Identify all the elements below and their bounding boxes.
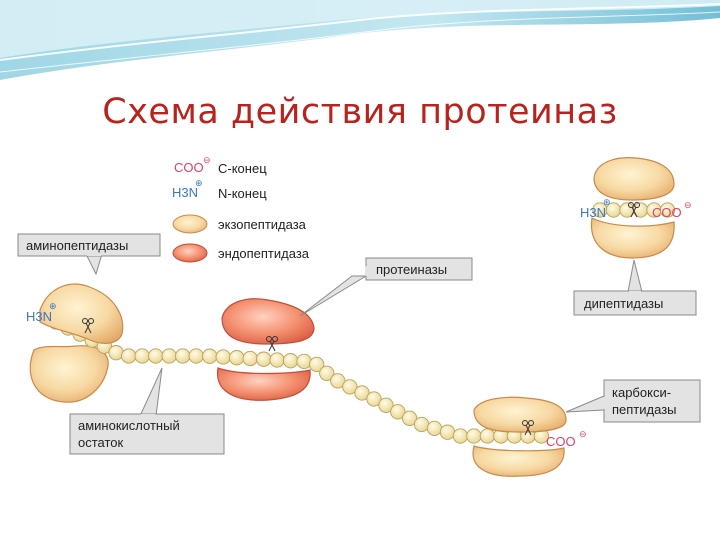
dipeptidase-c-end: COO bbox=[652, 205, 682, 220]
scissors-icon bbox=[522, 420, 534, 436]
carboxypeptidase-c-end: COO bbox=[546, 434, 576, 449]
aminopeptidase-n-end: H3N bbox=[26, 309, 52, 324]
amino-acid-bead bbox=[108, 345, 124, 361]
slide-title: Схема действия протеиназ bbox=[102, 92, 618, 132]
dipeptidase-c-charge: ⊖ bbox=[684, 200, 692, 210]
amino-acid-bead bbox=[479, 428, 496, 444]
legend-coo-charge: ⊖ bbox=[203, 155, 211, 165]
legend: COO ⊖ С-конец H3N ⊕ N-конец экзопептидаз… bbox=[172, 155, 310, 263]
amino-acid-bead bbox=[242, 350, 258, 367]
callout-aminopeptidases: аминопептидазы bbox=[17, 233, 161, 276]
residue-label-line1: аминокислотный bbox=[78, 418, 180, 433]
amino-acid-bead bbox=[269, 352, 285, 368]
legend-endopeptidase-label: эндопептидаза bbox=[218, 246, 310, 261]
amino-acid-bead bbox=[426, 420, 443, 437]
scissors-icon bbox=[82, 318, 94, 334]
amino-acid-bead bbox=[229, 350, 245, 366]
amino-acid-bead bbox=[175, 348, 191, 364]
amino-acid-bead bbox=[188, 348, 204, 364]
amino-acid-bead bbox=[215, 349, 231, 365]
legend-h3n-charge: ⊕ bbox=[195, 178, 203, 188]
amino-acid-bead bbox=[282, 353, 299, 369]
amino-acid-bead bbox=[256, 351, 272, 367]
carboxypeptidase-c-charge: ⊖ bbox=[579, 429, 587, 439]
legend-endopeptidase-swatch bbox=[172, 243, 208, 263]
aminopeptidase-n-charge: ⊕ bbox=[49, 301, 57, 311]
residue-label-line2: остаток bbox=[78, 435, 124, 450]
amino-acid-bead bbox=[632, 202, 649, 218]
carboxypeptidases-label-line2: пептидазы bbox=[612, 402, 677, 417]
dipeptidase-enzyme bbox=[593, 157, 675, 201]
scissors-icon bbox=[266, 336, 278, 352]
header-waves bbox=[0, 0, 720, 80]
amino-acid-bead bbox=[366, 391, 382, 407]
proteinase-enzyme bbox=[221, 298, 315, 345]
amino-acid-bead bbox=[148, 348, 164, 364]
aminopeptidase-enzyme bbox=[39, 283, 124, 344]
scissors-icon bbox=[628, 202, 640, 218]
callout-carboxypeptidases: карбокси- пептидазы bbox=[565, 379, 701, 423]
amino-acid-bead bbox=[342, 379, 358, 395]
callout-amino-acid-residue: аминокислотный остаток bbox=[69, 367, 225, 455]
amino-acid-bead bbox=[452, 428, 469, 444]
amino-acid-bead bbox=[466, 428, 482, 444]
amino-acid-bead bbox=[330, 373, 346, 389]
carboxypeptidase-enzyme bbox=[473, 396, 567, 433]
amino-acid-bead bbox=[378, 397, 394, 413]
amino-acid-bead bbox=[413, 416, 430, 433]
dipeptidases-label: дипептидазы bbox=[584, 296, 663, 311]
dipeptidase-n-charge: ⊕ bbox=[603, 197, 611, 207]
amino-acid-bead bbox=[354, 385, 370, 401]
amino-acid-bead bbox=[401, 410, 418, 426]
scissors-marks bbox=[82, 202, 640, 436]
legend-h3n-symbol: H3N bbox=[172, 185, 198, 200]
legend-c-end-label: С-конец bbox=[218, 161, 267, 176]
amino-acid-bead bbox=[319, 365, 335, 381]
chem-labels: H3N ⊕ H3N ⊕ COO ⊖ COO ⊖ bbox=[26, 197, 692, 449]
amino-acid-bead bbox=[390, 404, 406, 420]
legend-exopeptidase-label: экзопептидаза bbox=[218, 217, 307, 232]
enzyme-tops bbox=[39, 157, 675, 433]
carboxypeptidases-label-line1: карбокси- bbox=[612, 385, 671, 400]
legend-n-end-label: N-конец bbox=[218, 186, 267, 201]
callout-proteinases: протеиназы bbox=[299, 257, 473, 317]
amino-acid-bead bbox=[202, 348, 218, 364]
legend-exopeptidase-swatch bbox=[172, 214, 208, 234]
aminopeptidases-label: аминопептидазы bbox=[26, 238, 128, 253]
legend-coo-symbol: COO bbox=[174, 160, 204, 175]
amino-acid-bead bbox=[296, 353, 312, 370]
proteinases-label: протеиназы bbox=[376, 262, 447, 277]
amino-acid-bead bbox=[121, 348, 137, 364]
amino-acid-bead bbox=[134, 348, 150, 364]
dipeptidase-n-end: H3N bbox=[580, 205, 606, 220]
amino-acid-bead bbox=[659, 202, 676, 218]
callout-dipeptidases: дипептидазы bbox=[573, 259, 697, 316]
amino-acid-bead bbox=[161, 348, 177, 364]
enzyme-bottoms bbox=[29, 217, 675, 477]
amino-acid-bead bbox=[439, 424, 456, 440]
amino-acid-bead bbox=[309, 356, 325, 373]
